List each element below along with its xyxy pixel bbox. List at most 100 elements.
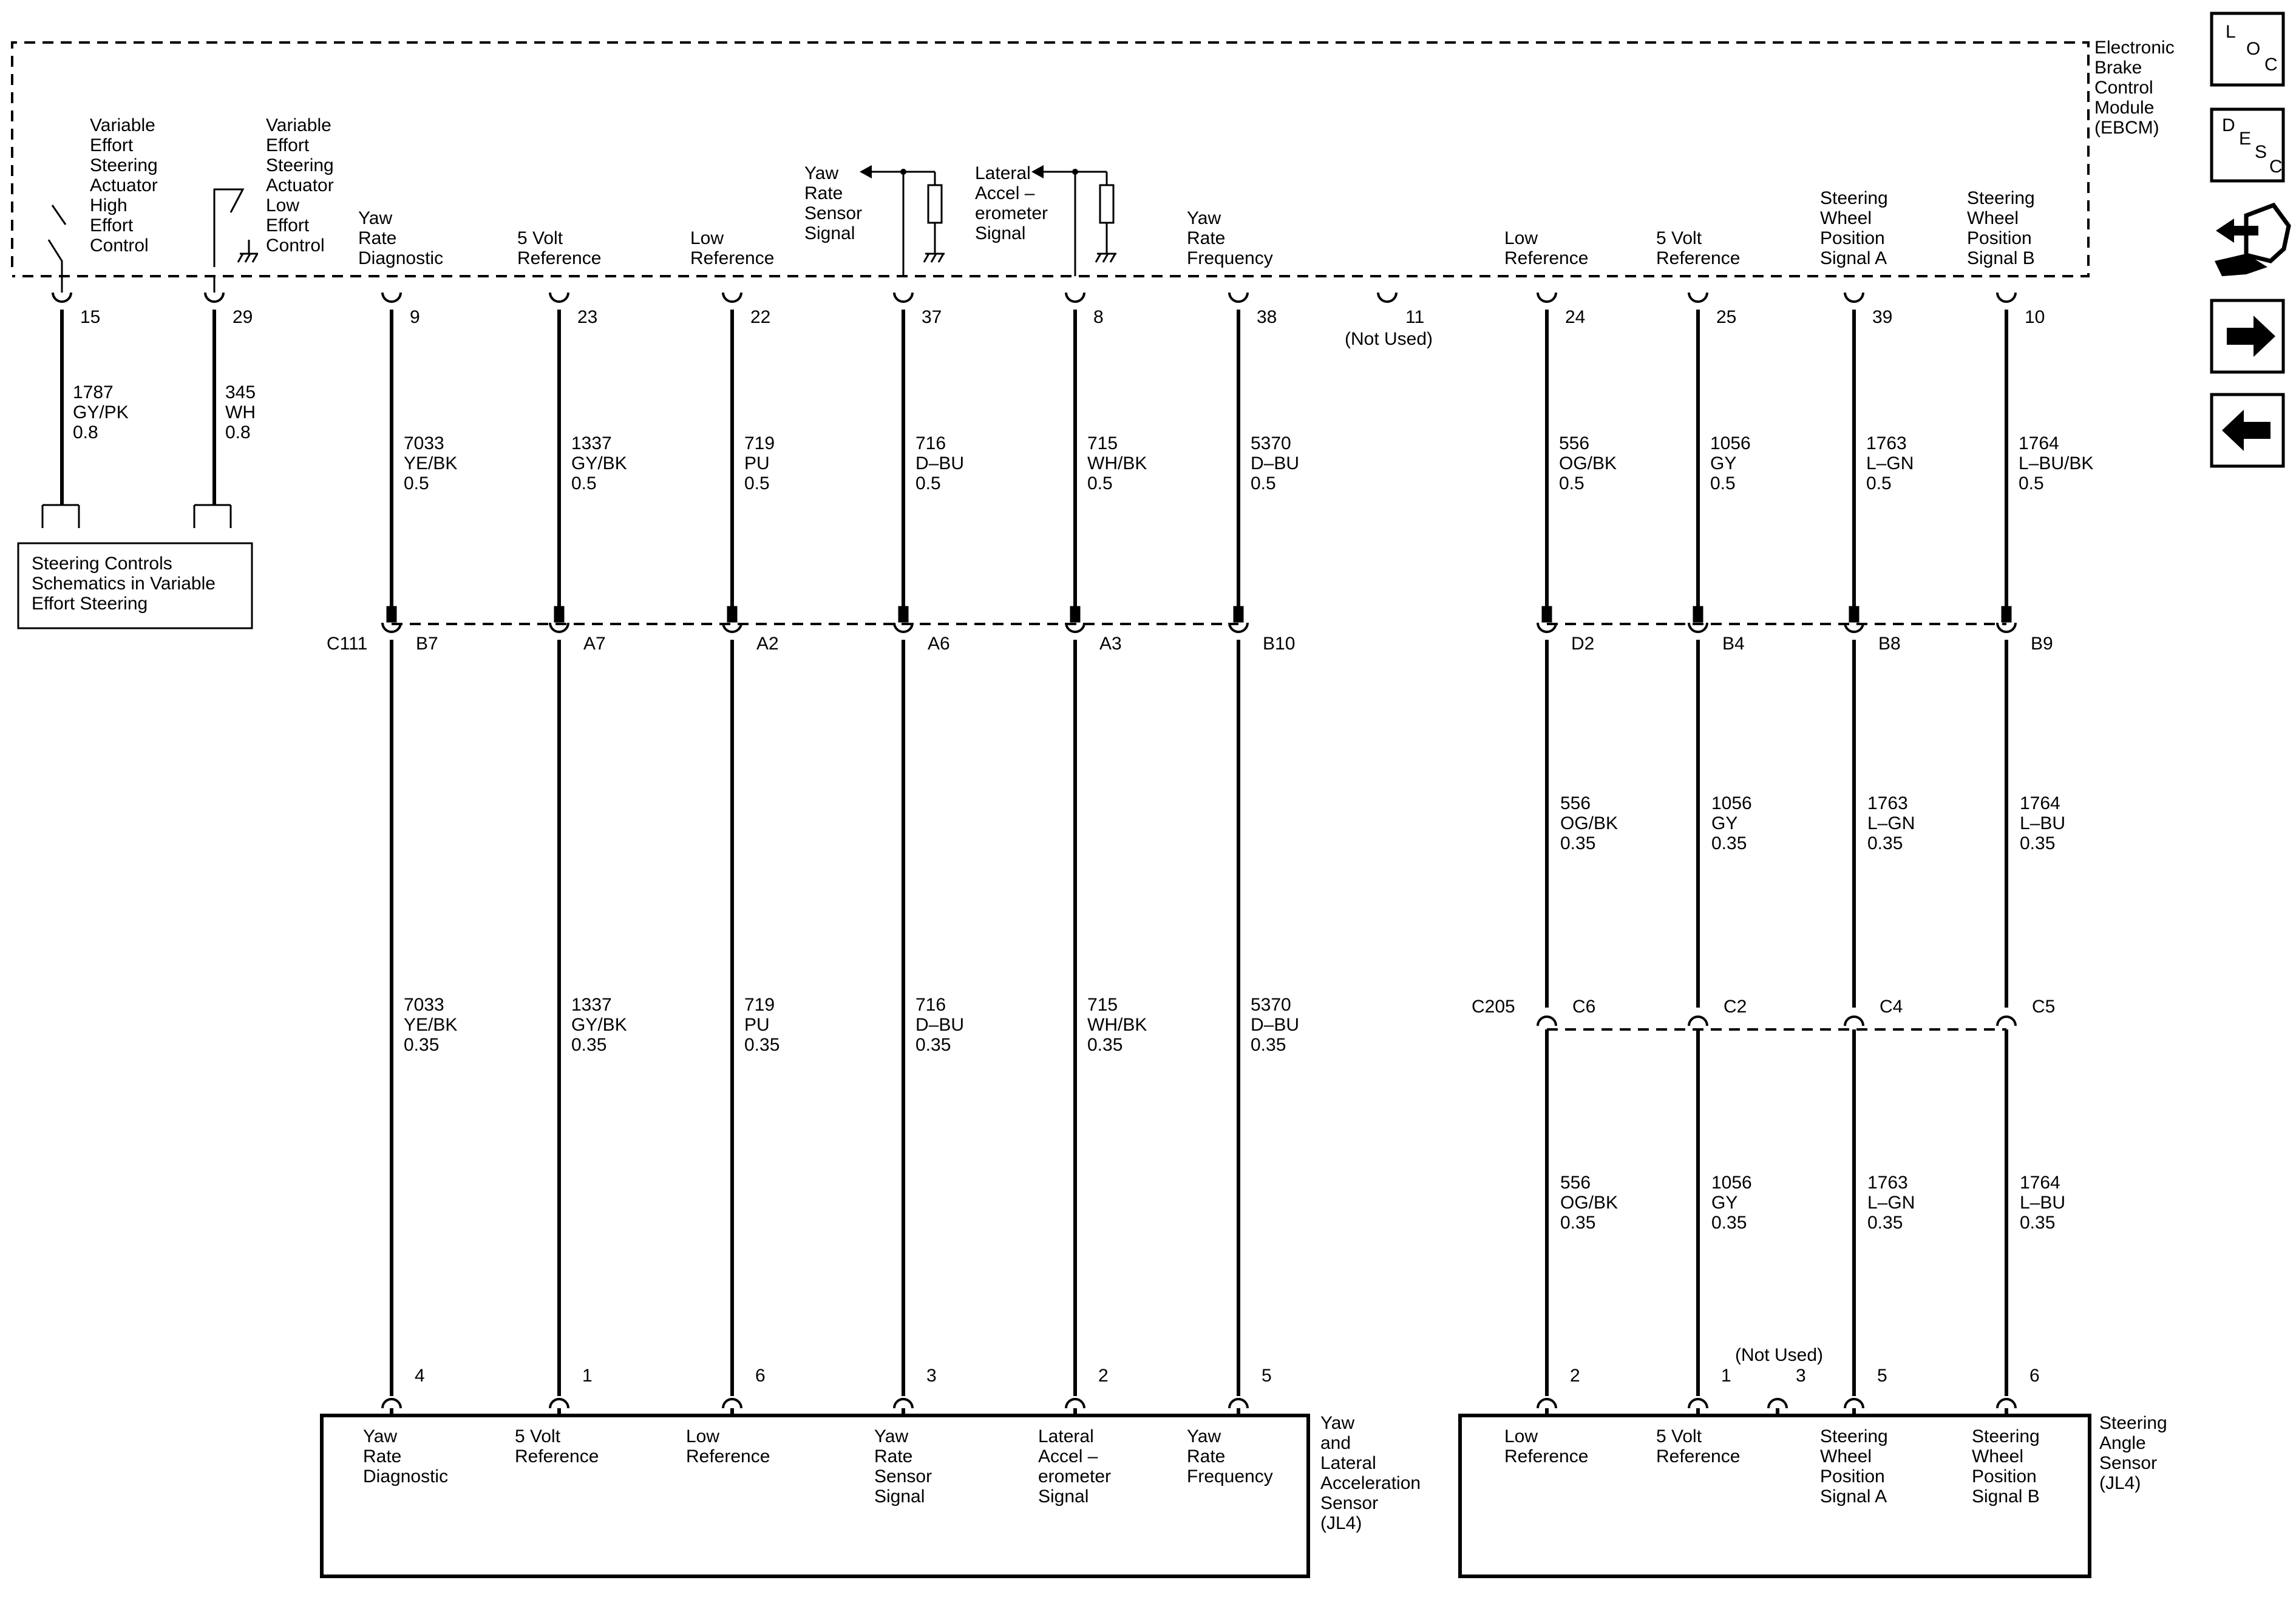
ebcm-label: Electronic xyxy=(2094,38,2175,58)
arrow-left-icon xyxy=(2216,219,2258,243)
ebcm-pin-label: Wheel xyxy=(1820,208,1872,228)
wire-label: WH/BK xyxy=(1087,1015,1147,1035)
loc-button[interactable]: LOC xyxy=(2210,12,2285,87)
yaw-sensor-pin-label: Rate xyxy=(874,1446,912,1466)
reference-text: Schematics in Variable xyxy=(32,574,216,594)
angle-sensor-pin-label: Reference xyxy=(1504,1446,1588,1466)
ebcm-terminal-37 xyxy=(893,292,914,303)
not-used-note: (Not Used) xyxy=(1345,329,1433,349)
wire-label: GY/BK xyxy=(571,453,627,473)
wire-label: WH xyxy=(225,402,256,422)
wire-label: GY/PK xyxy=(73,402,129,422)
wire-label: D–BU xyxy=(915,453,964,473)
reference-text: Steering Controls xyxy=(32,554,172,574)
yaw-sensor-pin-label: Signal xyxy=(874,1486,925,1507)
ebcm-terminal-22 xyxy=(722,292,742,303)
yaw-sensor-terminal xyxy=(893,1398,914,1409)
yaw-sensor-pin-label: Accel – xyxy=(1038,1446,1098,1466)
angle-sensor-pin-label: Wheel xyxy=(1820,1446,1872,1466)
arrow-right-icon xyxy=(2227,316,2275,357)
angle-sensor-name: Steering xyxy=(2099,1413,2167,1433)
c111-pin-label: A2 xyxy=(756,634,779,654)
wire-label: 0.35 xyxy=(1867,833,1903,853)
ebcm-pin-label: Diagnostic xyxy=(358,248,443,268)
ebcm-pin-label: Effort xyxy=(266,135,310,155)
connector-terminal xyxy=(1537,622,1557,633)
c205-pin-label: C5 xyxy=(2032,997,2055,1017)
wiring-labels: ElectronicBrakeControlModule(EBCM)151787… xyxy=(32,38,2175,1533)
wire-label: 1056 xyxy=(1711,1173,1752,1193)
ebcm-pin-label: Reference xyxy=(517,248,601,268)
wire-label: OG/BK xyxy=(1560,813,1618,833)
wire-label: 0.35 xyxy=(1867,1213,1903,1233)
yaw-sensor-terminal xyxy=(381,1398,402,1409)
wire-label: L–BU/BK xyxy=(2019,453,2093,473)
yaw-sensor-pin-number: 6 xyxy=(755,1366,766,1386)
ebcm-pin-number: 25 xyxy=(1716,307,1736,327)
c111-pin-label: B10 xyxy=(1263,634,1295,654)
ebcm-pin-label: Signal xyxy=(804,223,855,243)
wire-label: PU xyxy=(744,453,770,473)
connector-pin-fill xyxy=(1543,607,1551,622)
wire-label: 719 xyxy=(744,433,775,453)
yaw-sensor-terminal xyxy=(549,1398,569,1409)
ebcm-outline xyxy=(11,41,2090,277)
not-used-note: (Not Used) xyxy=(1735,1345,1823,1365)
connector-terminal xyxy=(1065,622,1085,633)
ebcm-pin-label: Yaw xyxy=(804,163,838,183)
angle-sensor-pin-label: Position xyxy=(1820,1466,1885,1486)
wire-label: 719 xyxy=(744,995,775,1015)
connector-terminal xyxy=(1688,622,1708,633)
ebcm-pin-number: 24 xyxy=(1565,307,1585,327)
yaw-sensor-terminal xyxy=(722,1398,742,1409)
next-page-button[interactable] xyxy=(2210,299,2285,374)
wire-label: 1337 xyxy=(571,433,612,453)
wire-label: 0.35 xyxy=(1560,833,1595,853)
wire-label: OG/BK xyxy=(1559,453,1617,473)
ebcm-label: (EBCM) xyxy=(2094,118,2159,138)
wire-label: D–BU xyxy=(1251,1015,1299,1035)
connector-pin-fill xyxy=(555,607,563,622)
ebcm-terminal-39 xyxy=(1844,292,1864,303)
ebcm-pin-label: Control xyxy=(266,236,325,256)
wire-label: 7033 xyxy=(404,995,444,1015)
ebcm-pin-label: Sensor xyxy=(804,203,862,223)
ebcm-pin-label: Low xyxy=(1504,228,1538,248)
yaw-lateral-sensor-box xyxy=(320,1414,1310,1578)
yaw-sensor-pin-label: Low xyxy=(686,1426,719,1446)
wiring-lines xyxy=(11,41,2091,1578)
wire-label: 715 xyxy=(1087,995,1118,1015)
wire-label: 0.8 xyxy=(73,422,98,442)
wire-label: 1764 xyxy=(2020,793,2060,813)
angle-sensor-pin-number: 5 xyxy=(1877,1366,1887,1386)
ebcm-terminal-29 xyxy=(204,292,225,303)
wire-label: 716 xyxy=(915,995,946,1015)
c205-terminal xyxy=(1688,1015,1708,1026)
ebcm-pin-label: erometer xyxy=(975,203,1048,223)
wire-label: 0.5 xyxy=(404,473,429,493)
connector-terminal xyxy=(1228,622,1249,633)
angle-sensor-pin-number: 2 xyxy=(1570,1366,1580,1386)
connector-tool-icon[interactable] xyxy=(2215,202,2291,276)
yaw-sensor-pin-label: Yaw xyxy=(1187,1426,1221,1446)
wire-label: 0.35 xyxy=(1251,1035,1286,1055)
wire-label: 0.35 xyxy=(2020,1213,2055,1233)
wire-label: 345 xyxy=(225,382,256,402)
wire-label: 1763 xyxy=(1866,433,1907,453)
previous-page-button[interactable] xyxy=(2210,393,2285,468)
ground-icon xyxy=(1095,253,1116,263)
wire-label: 0.5 xyxy=(571,473,597,493)
angle-sensor-pin-label: Position xyxy=(1972,1466,2037,1486)
angle-sensor-pin-label: Steering xyxy=(1972,1426,2040,1446)
connector-pin-fill xyxy=(1694,607,1702,622)
ebcm-pin-label: Steering xyxy=(90,155,158,175)
wire-label: GY xyxy=(1710,453,1736,473)
wire-label: 0.5 xyxy=(2019,473,2044,493)
wire-label: D–BU xyxy=(1251,453,1299,473)
angle-sensor-terminal xyxy=(1688,1398,1708,1409)
c111-pin-label: B9 xyxy=(2031,634,2053,654)
wire-label: 0.35 xyxy=(404,1035,439,1055)
connector-terminal xyxy=(1996,622,2017,633)
ebcm-terminal-10 xyxy=(1996,292,2017,303)
